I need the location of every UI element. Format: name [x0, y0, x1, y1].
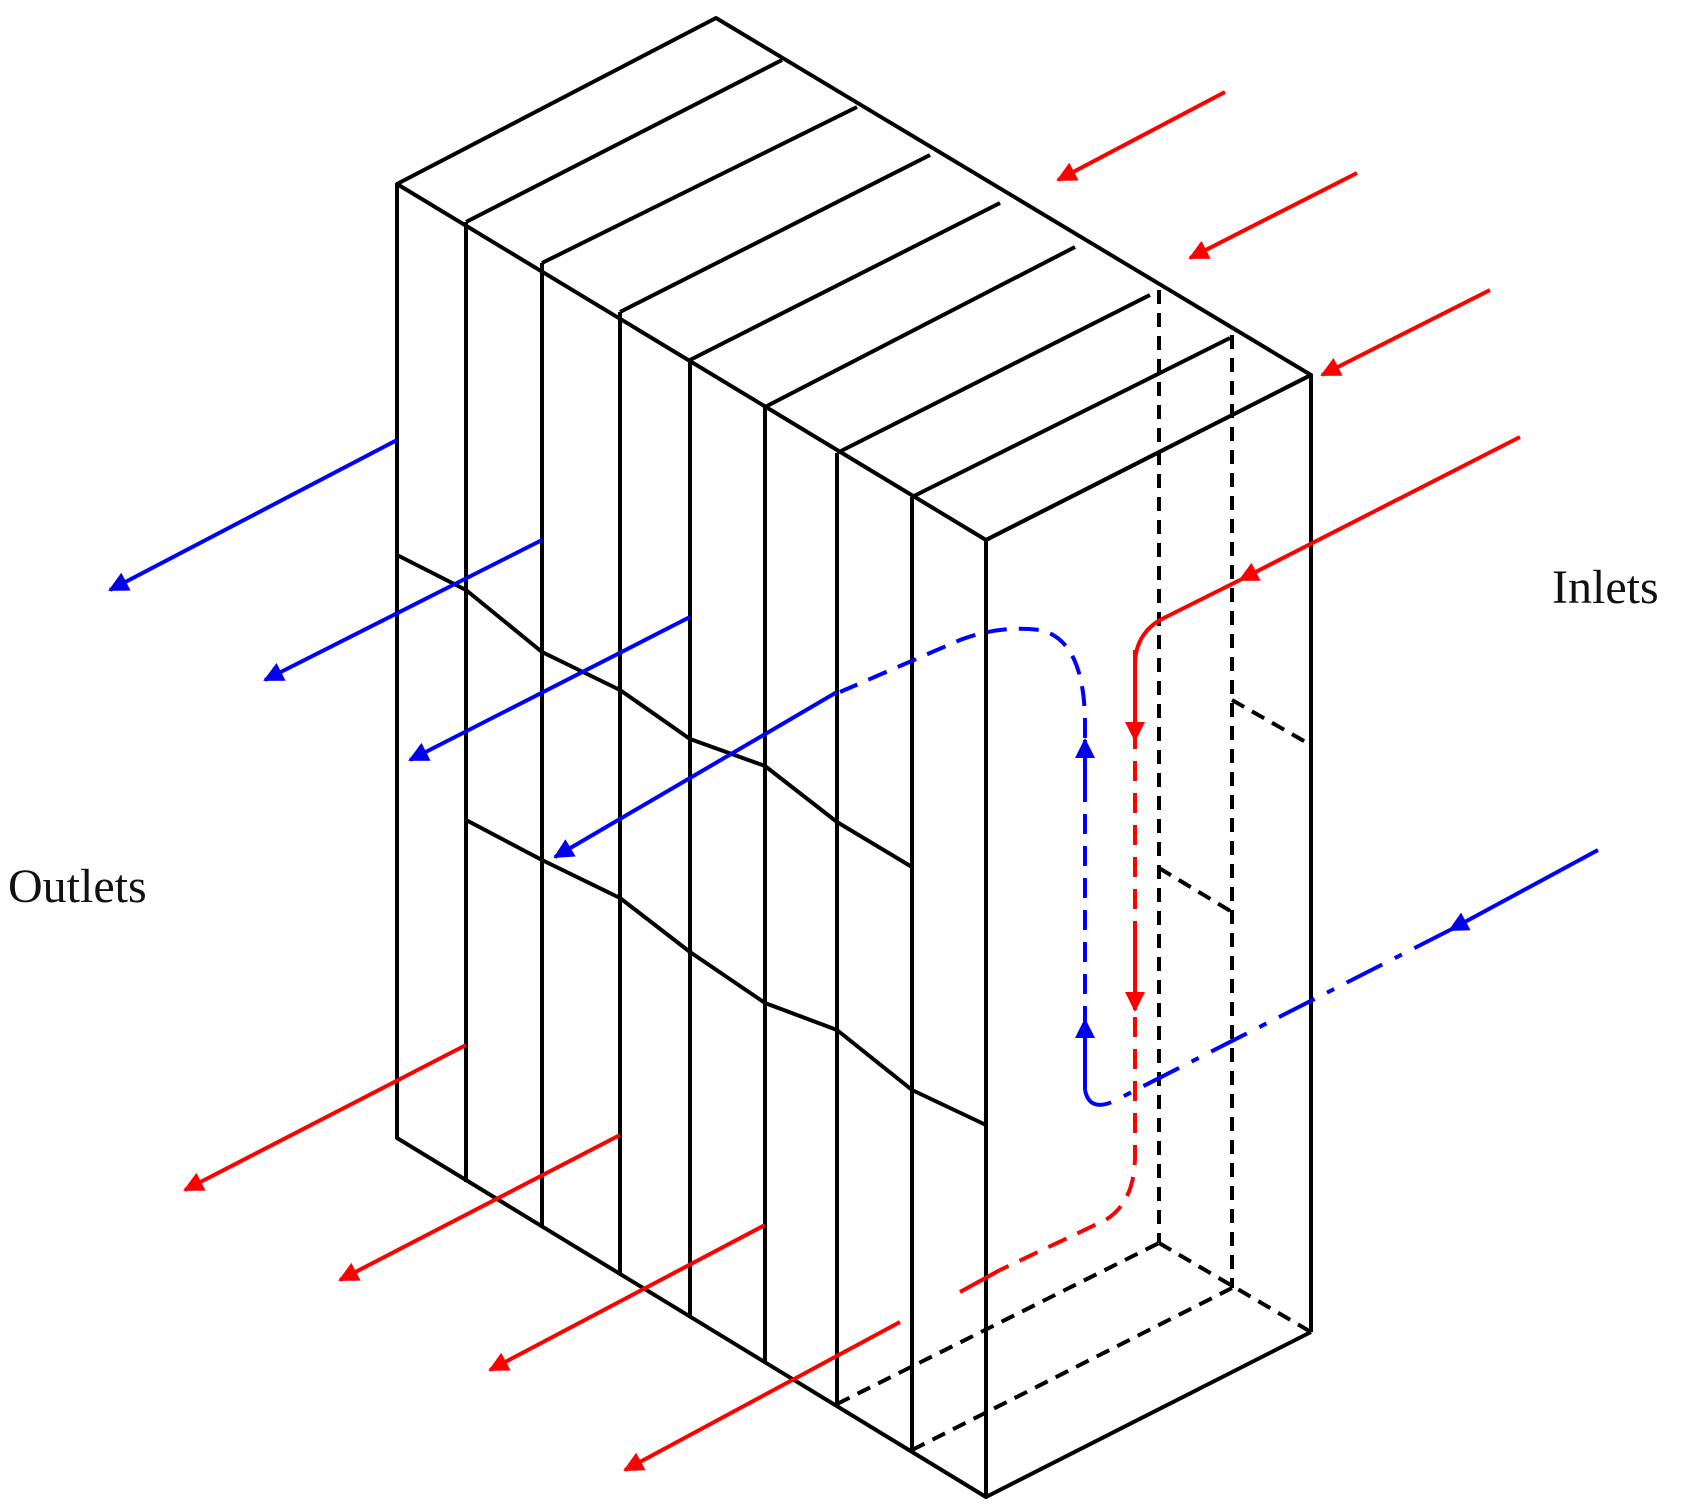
top-plate-line: [911, 336, 1231, 499]
red-outlet-arrow: [488, 1223, 766, 1372]
front-face: [395, 184, 988, 1499]
bottom-right-edge: [985, 1330, 1312, 1499]
top-plate-line: [465, 58, 783, 224]
blue-internal-path: [839, 626, 1087, 1090]
outlets-label: Outlets: [8, 860, 147, 913]
top-plate-line: [836, 293, 1151, 455]
red-internal-path: [999, 665, 1137, 1272]
core-block: [395, 16, 1313, 1499]
inlets-label: Inlets: [1552, 561, 1659, 614]
red-inlet-arrow: [1238, 435, 1521, 582]
blue-inlet-path: [1083, 928, 1451, 1107]
header-top-edge: [985, 373, 1312, 542]
red-inlet-arrow: [1056, 90, 1226, 182]
red-outlet-arrow: [623, 1320, 901, 1472]
red-outlet-arrow: [338, 1133, 621, 1282]
top-plate-line: [764, 245, 1076, 409]
top-plate-line: [541, 105, 858, 265]
internal-flow: [839, 578, 1451, 1294]
inlet-arrows: [1056, 90, 1599, 932]
red-outlet-arrow: [183, 1043, 467, 1192]
blue-outlet-arrow: [408, 615, 691, 762]
blue-outlet-arrow: [553, 690, 839, 859]
hidden-bottom-edge: [836, 1241, 1160, 1406]
top-plate-line: [619, 153, 931, 314]
band-lower: [465, 818, 987, 1127]
band-upper: [396, 553, 914, 869]
top-plate-line: [689, 201, 1001, 362]
red-inlet-arrow: [1188, 171, 1358, 260]
hidden-band: [1157, 866, 1234, 914]
red-inlet-arrow: [1320, 288, 1491, 377]
red-inlet-path: [1133, 578, 1241, 666]
red-exit-segment: [959, 1268, 1001, 1294]
hidden-edges: [836, 290, 1313, 1452]
hidden-band: [1231, 698, 1312, 747]
hidden-bottom-edge: [911, 1286, 1233, 1452]
blue-outlet-arrow: [108, 438, 398, 592]
hidden-header-edge: [1157, 1241, 1313, 1334]
blue-inlet-arrow: [1448, 848, 1599, 932]
blue-outlet-arrow: [263, 538, 543, 682]
outlet-arrows: [108, 438, 901, 1472]
